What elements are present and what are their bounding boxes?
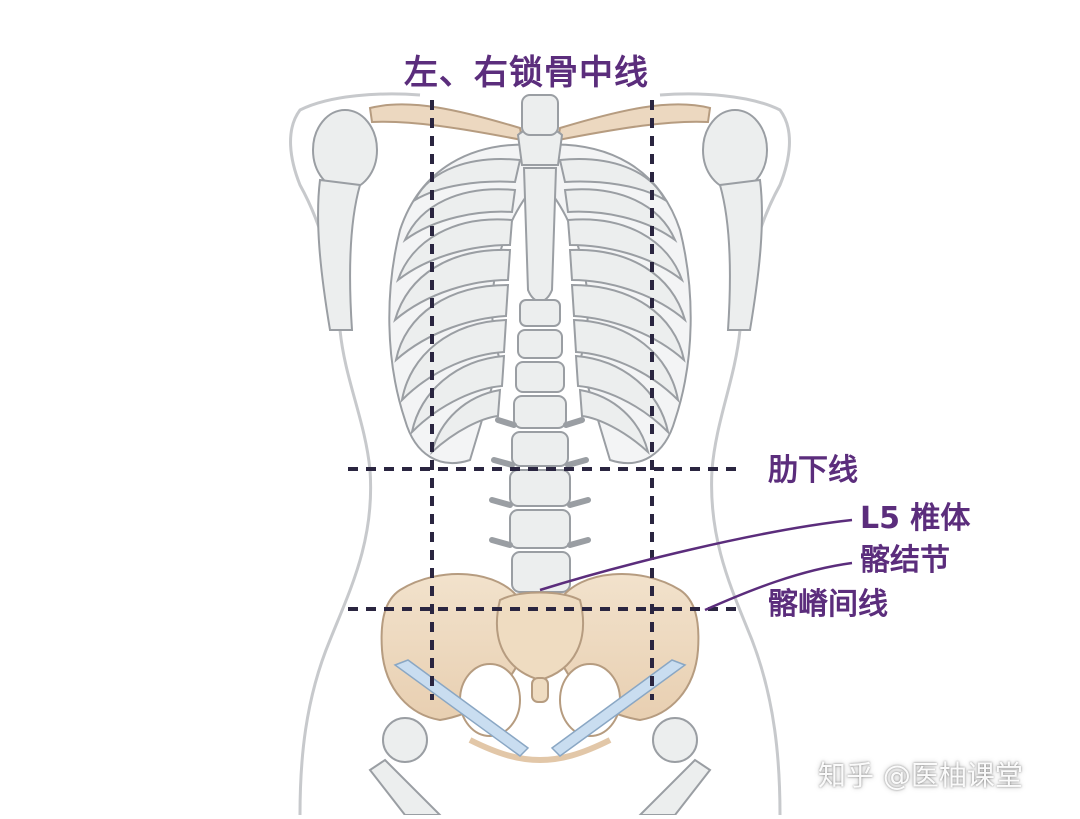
iliac-tubercle-label: 髂结节 [860,546,950,576]
intercristal-line-label: 髂嵴间线 [768,590,888,620]
subcostal-line-label: 肋下线 [768,456,858,486]
l5-vertebra-label: L5 椎体 [860,504,970,534]
clavicular-lines-label: 左、右锁骨中线 [404,56,649,90]
watermark: 知乎 @医柚课堂 [818,754,1023,794]
femur-heads [370,718,710,815]
sternum [518,128,562,302]
